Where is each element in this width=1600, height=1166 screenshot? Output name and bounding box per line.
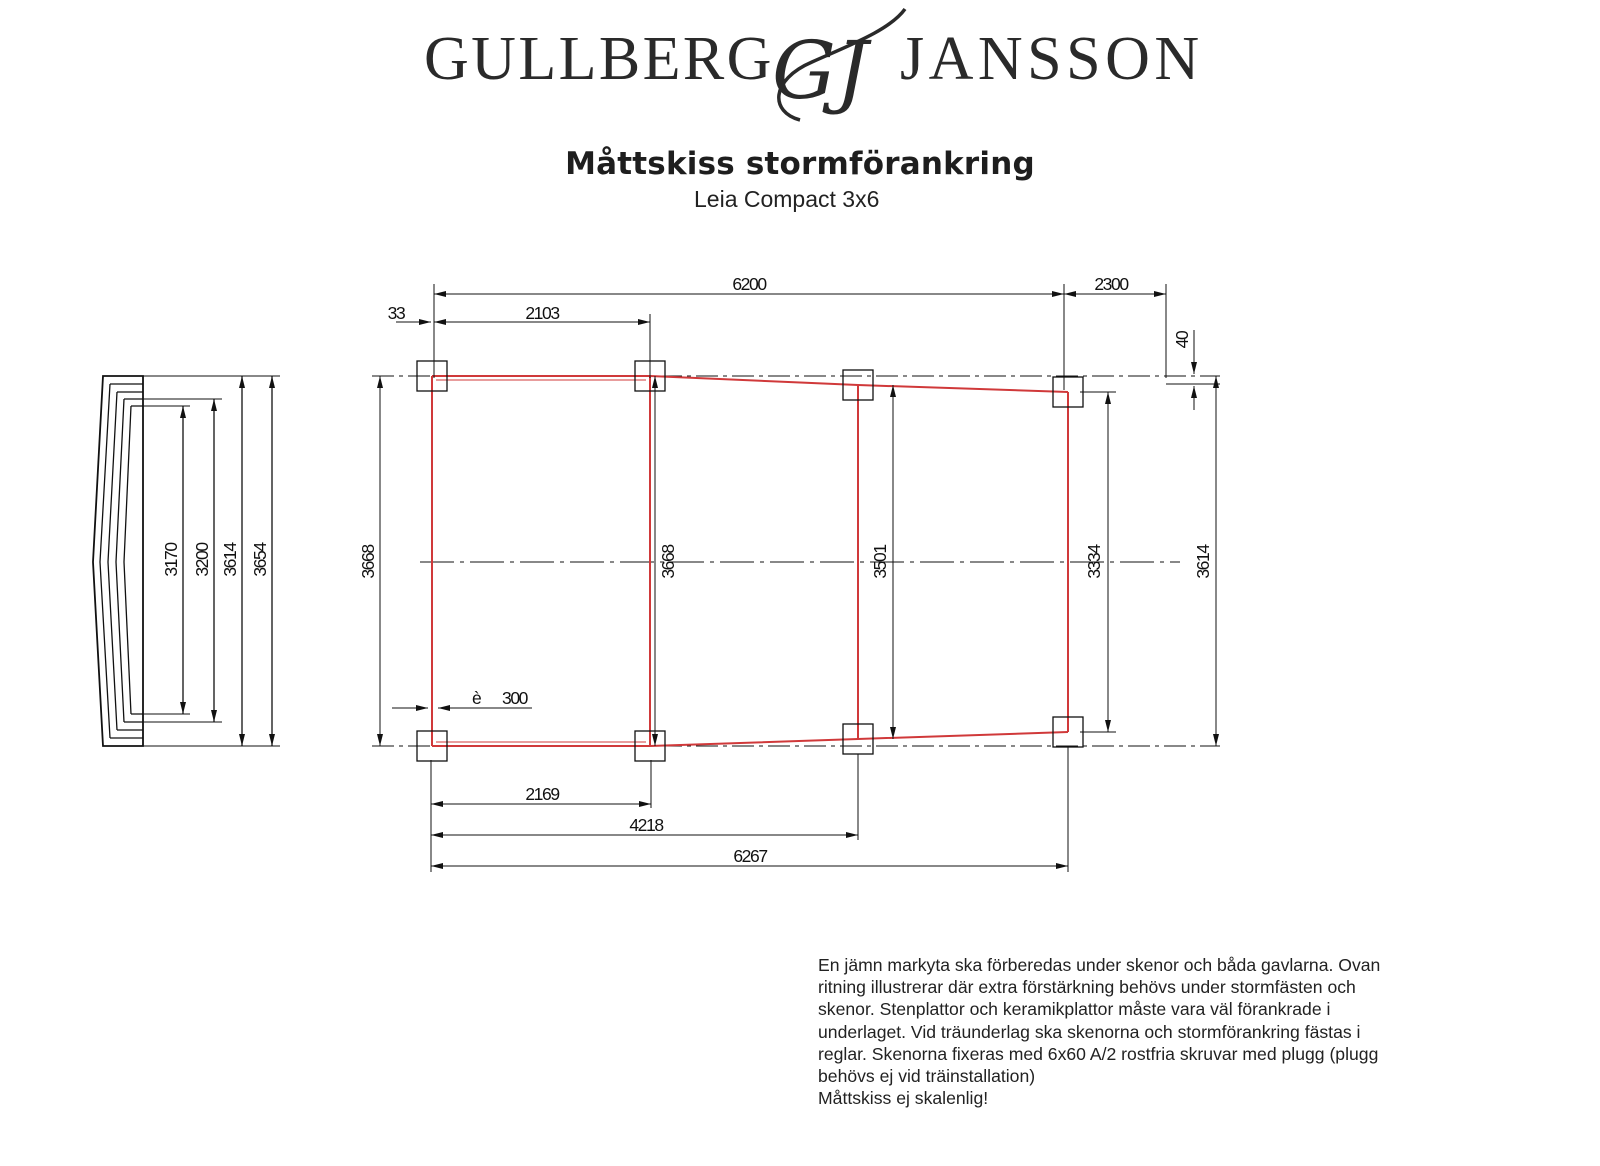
reinforcement-bottom-rail [432,731,1069,747]
installation-note: En jämn markyta ska förberedas under ske… [818,954,1458,1109]
dim-label-3334: 3334 [1084,544,1104,579]
brand-logo: GULLBERG GJ JANSSON [424,7,1204,122]
dim-label-6200: 6200 [732,274,767,294]
note-line: behövs ej vid träinstallation) [818,1066,1036,1087]
side-view-rail-4 [123,405,143,715]
note-line: ritning illustrerar där extra förstärkni… [818,977,1356,998]
page-subtitle: Leia Compact 3x6 [694,186,880,212]
logo-monogram: GJ [772,24,872,117]
logo-left-word: GULLBERG [424,25,774,93]
side-view-outline [92,375,144,747]
side-view-rail-2 [107,391,143,731]
note-line: skenor. Stenplattor och keramikplattor m… [818,999,1331,1020]
dim-label-3614-plan: 3614 [1193,544,1213,579]
dim-label-2103: 2103 [525,303,559,323]
logo-right-word: JANSSON [900,25,1204,93]
anchor-note-value: 300 [502,688,529,708]
note-line: reglar. Skenorna fixeras med 6x60 A/2 ro… [818,1043,1379,1064]
side-view-rail-1 [99,383,143,739]
logo-flourish [777,7,907,122]
side-view-extension-lines [143,375,280,747]
dim-label-2300: 2300 [1094,274,1129,294]
anchor-note-symbol: è [472,688,481,708]
note-line: En jämn markyta ska förberedas under ske… [818,955,1381,975]
dim-label-3668-left: 3668 [358,545,378,579]
dim-label-3170: 3170 [161,542,181,577]
dim-label-3501: 3501 [870,545,890,579]
dim-label-3200: 3200 [192,542,212,577]
note-line: underlaget. Vid träunderlag ska skenorna… [818,1021,1361,1042]
dim-label-6267: 6267 [733,846,767,866]
plan-view-centerlines [372,375,1220,747]
post-plate-1-bottom [416,730,448,762]
post-plate-2-bottom [634,730,666,762]
page-title: Måttskiss stormförankring [565,146,1035,182]
reinforcement-top-rail [432,375,1069,393]
dim-label-4218: 4218 [629,815,663,835]
dim-label-33: 33 [388,303,405,323]
note-line-disclaimer: Måttskiss ej skalenlig! [818,1088,989,1109]
post-plate-1-top [416,360,448,392]
dim-label-3614-side: 3614 [220,542,240,577]
side-view-rail-3 [115,398,143,723]
dim-label-3668-mid: 3668 [658,545,678,579]
dim-label-2169: 2169 [525,784,559,804]
side-view [92,375,280,747]
reinforcement-layout [431,375,1069,747]
post-plate-3-top [842,369,874,401]
plan-view-dimensions [377,284,1220,872]
dim-label-3654: 3654 [250,542,270,577]
dim-label-40: 40 [1172,330,1192,348]
